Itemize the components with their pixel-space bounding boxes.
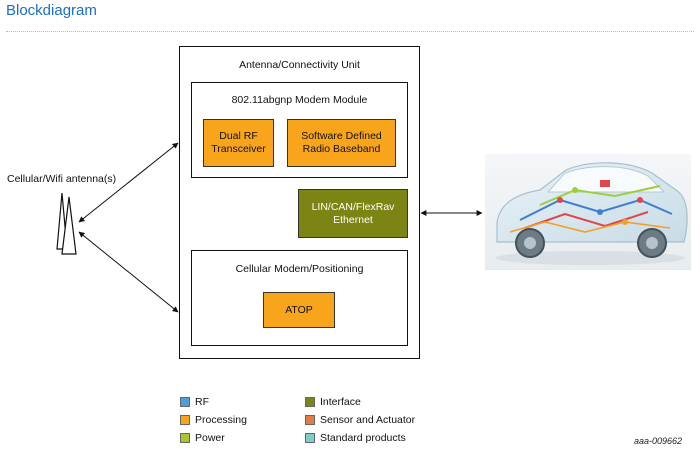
legend-label: Processing bbox=[195, 414, 247, 426]
legend-swatch bbox=[180, 415, 190, 425]
legend-item-standard-products: Standard products bbox=[305, 432, 406, 444]
antenna-to-cellular-arrow bbox=[78, 231, 179, 313]
document-id: aaa-009662 bbox=[633, 436, 682, 446]
legend-label: Interface bbox=[320, 396, 361, 408]
vehicle-image bbox=[485, 154, 691, 270]
legend-label: Power bbox=[195, 432, 225, 444]
page-title: Blockdiagram bbox=[6, 2, 97, 19]
modem-module-label: 802.11abgnp Modem Module bbox=[231, 94, 368, 106]
legend-swatch bbox=[305, 397, 315, 407]
legend-swatch bbox=[180, 397, 190, 407]
interface-block: LIN/CAN/FlexRav Ethernet bbox=[298, 189, 408, 238]
atop-block: ATOP bbox=[263, 292, 335, 328]
dual-rf-transceiver-block: Dual RF Transceiver bbox=[203, 119, 274, 167]
legend-swatch bbox=[305, 433, 315, 443]
legend-label: Sensor and Actuator bbox=[320, 414, 416, 426]
legend-swatch bbox=[305, 415, 315, 425]
legend-label: Standard products bbox=[320, 432, 406, 444]
legend-swatch bbox=[180, 433, 190, 443]
connectivity-unit-label: Antenna/Connectivity Unit bbox=[239, 59, 360, 71]
sdr-baseband-block: Software Defined Radio Baseband bbox=[287, 119, 396, 167]
legend-label: RF bbox=[195, 396, 209, 408]
title-divider bbox=[6, 31, 694, 32]
legend-item-sensor-actuator: Sensor and Actuator bbox=[305, 414, 415, 426]
antenna-icon bbox=[56, 192, 77, 255]
legend-item-processing: Processing bbox=[180, 414, 247, 426]
legend-item-interface: Interface bbox=[305, 396, 361, 408]
cellular-modem-label: Cellular Modem/Positioning bbox=[235, 263, 364, 275]
legend-item-power: Power bbox=[180, 432, 225, 444]
legend-item-rf: RF bbox=[180, 396, 209, 408]
antenna-to-modem-arrow bbox=[78, 142, 179, 223]
